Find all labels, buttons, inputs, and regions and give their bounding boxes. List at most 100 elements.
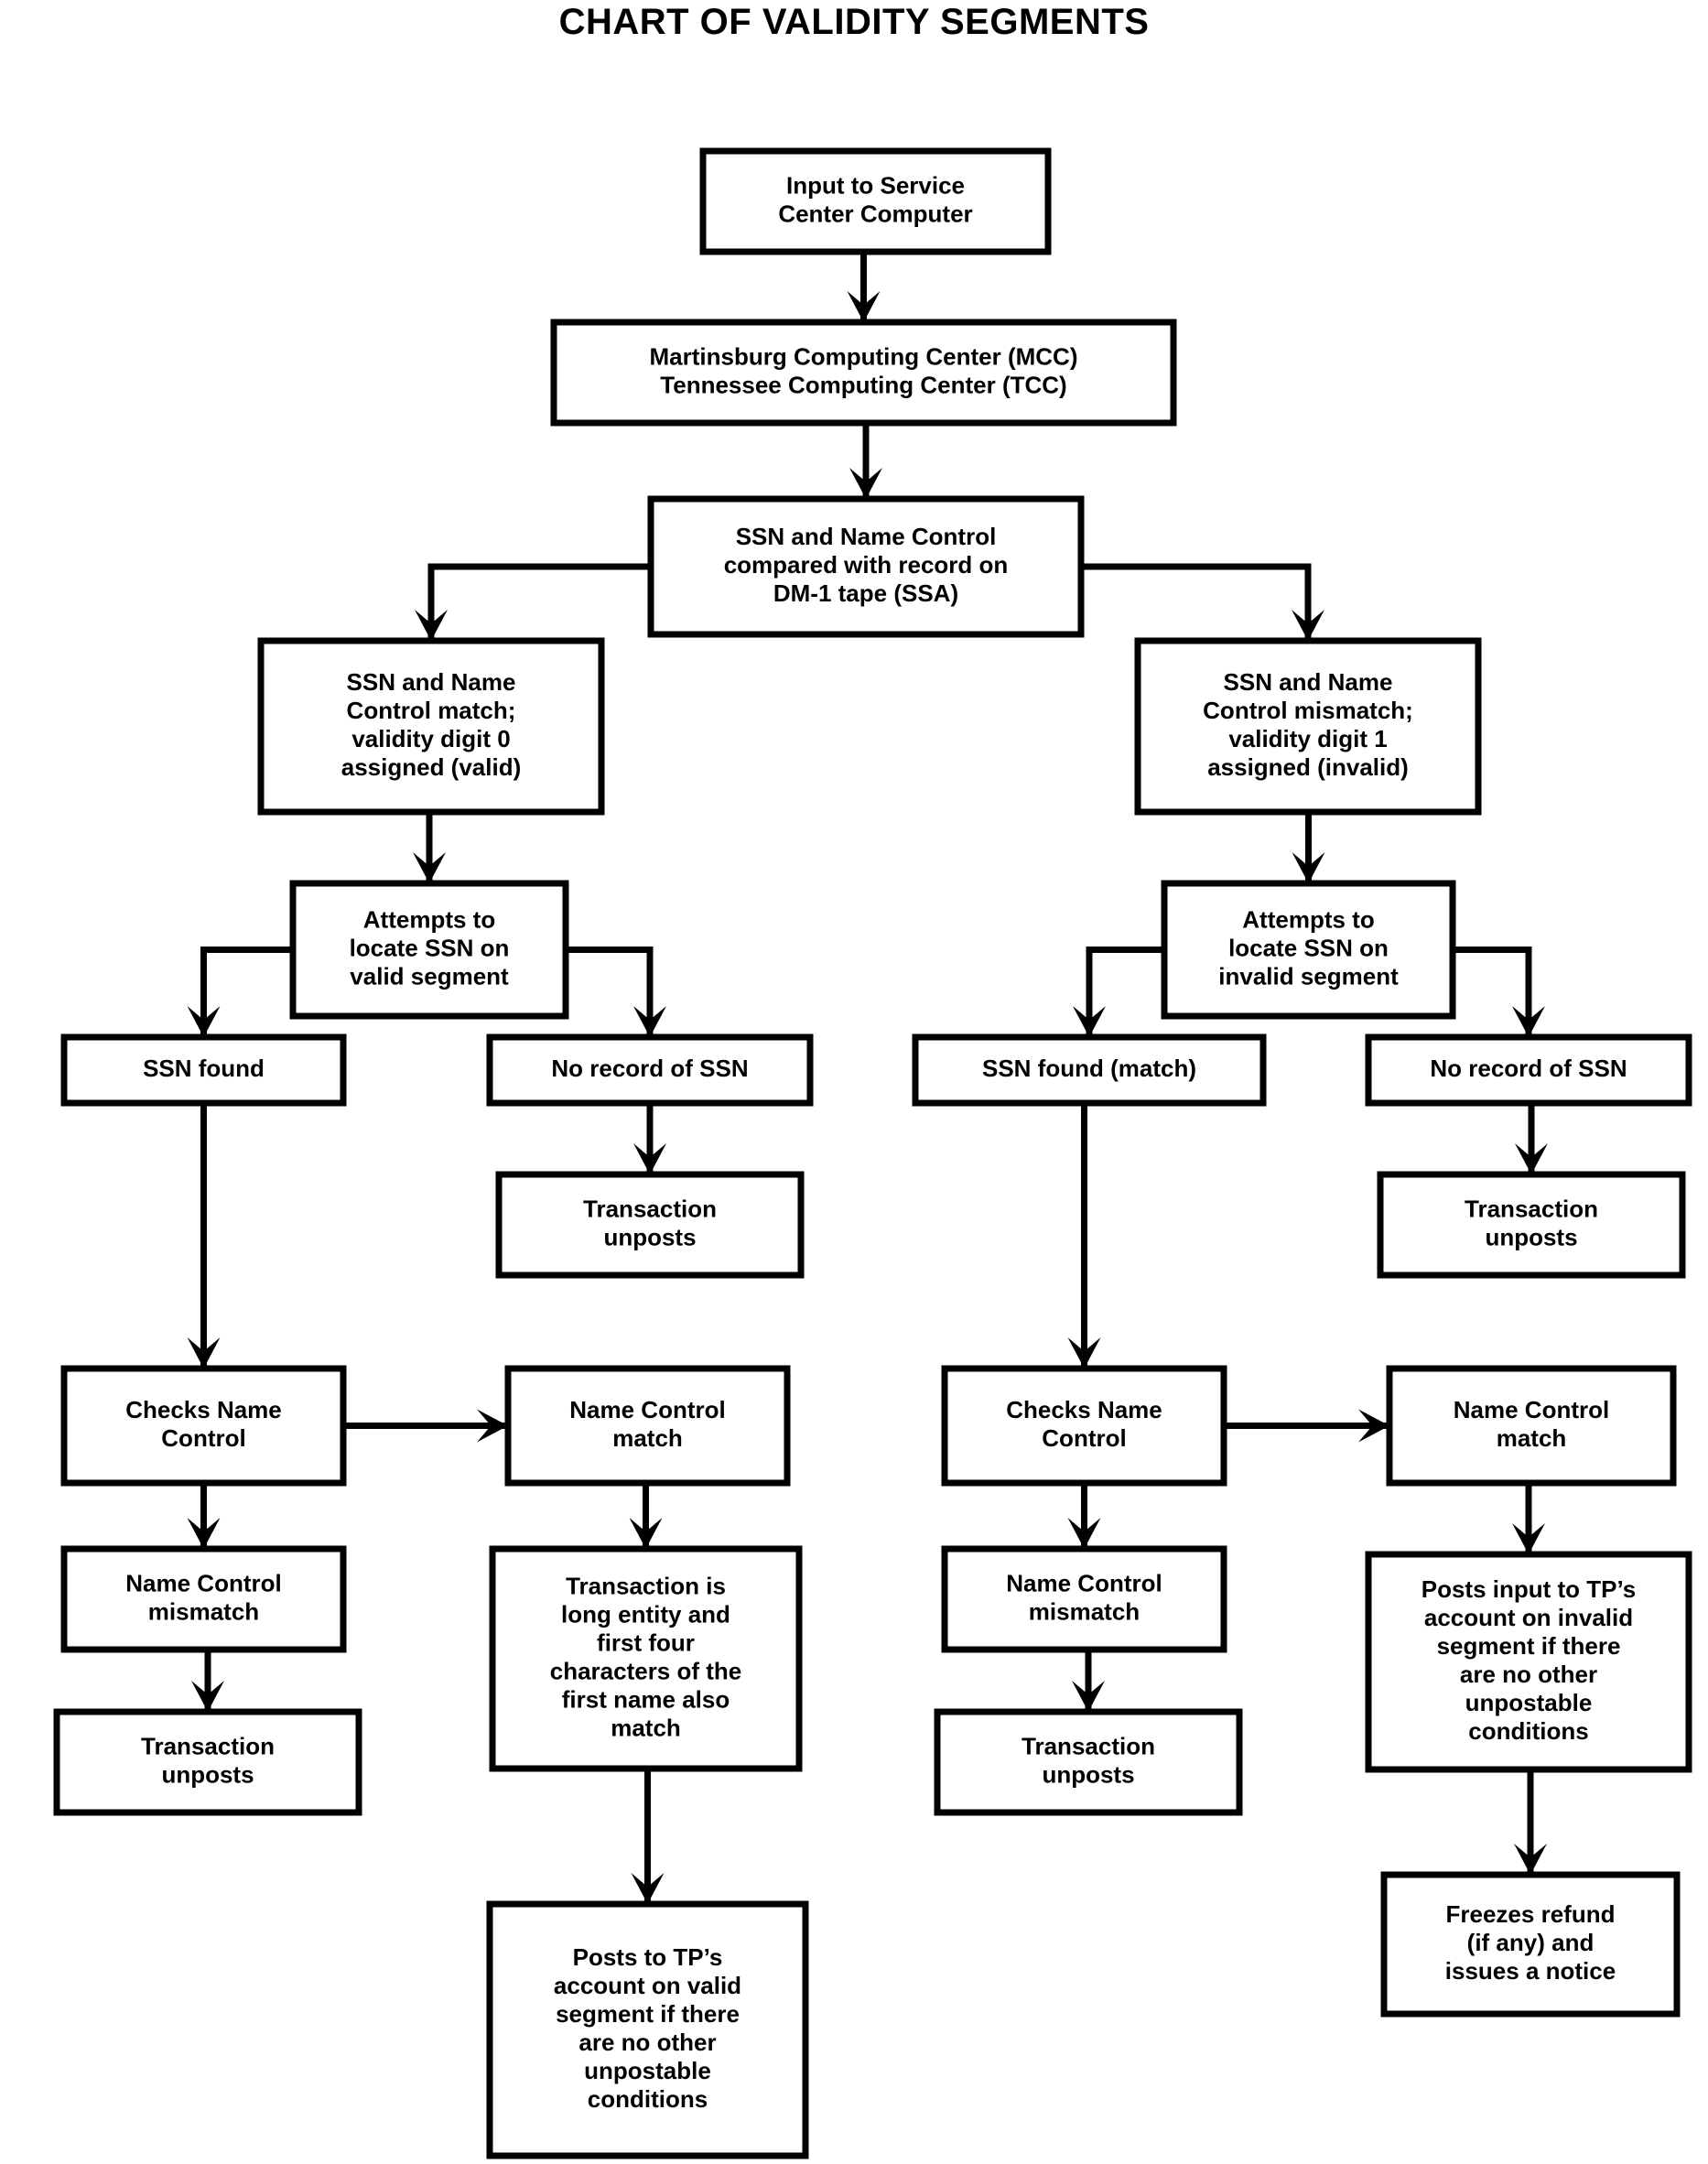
arrowhead-down (1515, 1143, 1548, 1174)
connector-compare-to-invalid_assign (1081, 563, 1324, 641)
connector-nc_mismatch_invalid-to-unpost_invalid_mismatch (1072, 1650, 1105, 1712)
arrowhead-down (631, 1873, 665, 1904)
node-box-valid_assign (257, 637, 605, 816)
connector-ssn_found_valid-to-checks_nc_valid (187, 1103, 221, 1369)
connector-nc_mismatch_valid-to-unpost_valid_mismatch (191, 1650, 224, 1712)
flowchart-node-ssn_found_invalid[interactable]: SSN found (match) (912, 1033, 1267, 1107)
arrowhead-down (191, 1681, 224, 1712)
connector-line (427, 563, 651, 641)
arrowhead-right (477, 1409, 508, 1443)
connector-checks_nc_valid-to-nc_match_valid (343, 1409, 508, 1443)
arrowhead-down (187, 1518, 221, 1549)
connector-checks_nc_valid-to-nc_mismatch_valid (187, 1483, 221, 1549)
node-box-ssn_found_invalid (912, 1033, 1267, 1107)
connector-locate_invalid-to-no_record_invalid (1453, 947, 1545, 1037)
node-box-input (699, 147, 1052, 255)
flowchart-node-computing_centers[interactable]: Martinsburg Computing Center (MCC)Tennes… (550, 319, 1177, 427)
connector-ssn_found_invalid-to-checks_nc_invalid (1067, 1103, 1101, 1369)
node-box-nc_match_invalid (1386, 1365, 1677, 1487)
arrowhead-right (1358, 1409, 1389, 1443)
connector-computing_centers-to-compare (849, 423, 882, 499)
node-box-unpost_invalid_norec (1377, 1171, 1686, 1279)
arrowhead-down (1292, 852, 1325, 883)
connector-locate_valid-to-no_record_valid (566, 947, 666, 1037)
node-box-invalid_assign (1134, 637, 1482, 816)
connector-valid_assign-to-locate_valid (413, 812, 446, 883)
connector-line (1086, 947, 1164, 1037)
node-box-freezes_refund (1380, 1871, 1681, 2018)
connector-line (1453, 947, 1532, 1037)
arrowhead-down (849, 468, 882, 499)
node-box-posts_invalid (1365, 1551, 1692, 1773)
arrowhead-down (1512, 1523, 1545, 1554)
connector-no_record_valid-to-unpost_valid_norec (633, 1103, 666, 1174)
node-box-unpost_valid_norec (495, 1171, 805, 1279)
arrowhead-down (1073, 1006, 1106, 1037)
connector-locate_invalid-to-ssn_found_invalid (1073, 947, 1164, 1037)
node-box-computing_centers (550, 319, 1177, 427)
arrowhead-down (413, 852, 446, 883)
arrowhead-down (1067, 1337, 1101, 1369)
connector-line (200, 947, 293, 1037)
node-box-no_record_valid (486, 1033, 814, 1107)
arrowhead-down (1514, 1844, 1547, 1875)
node-box-unpost_valid_mismatch (53, 1708, 362, 1816)
arrowhead-down (633, 1143, 666, 1174)
node-box-compare (647, 495, 1085, 638)
flowchart-node-no_record_invalid[interactable]: No record of SSN (1365, 1033, 1692, 1107)
node-box-locate_valid (289, 880, 569, 1020)
flowchart-node-no_record_valid[interactable]: No record of SSN (486, 1033, 814, 1107)
connector-long_entity-to-posts_valid (631, 1769, 665, 1904)
connector-compare-to-valid_assign (415, 563, 651, 641)
connector-checks_nc_invalid-to-nc_mismatch_invalid (1067, 1483, 1101, 1549)
connector-nc_match_invalid-to-posts_invalid (1512, 1483, 1545, 1554)
arrowhead-down (1067, 1518, 1101, 1549)
connector-locate_valid-to-ssn_found_valid (187, 947, 293, 1037)
connector-posts_invalid-to-freezes_refund (1514, 1769, 1547, 1875)
node-box-no_record_invalid (1365, 1033, 1692, 1107)
flowchart-node-ssn_found_valid[interactable]: SSN found (60, 1033, 347, 1107)
node-box-checks_nc_valid (60, 1365, 347, 1487)
arrowhead-down (1292, 610, 1324, 641)
node-label-ssn_found_valid: SSN found (143, 1055, 265, 1082)
arrowhead-down (415, 610, 448, 641)
node-box-posts_valid (486, 1900, 809, 2159)
node-label-computing_centers: Martinsburg Computing Center (MCC)Tennes… (650, 342, 1078, 398)
connector-line (566, 947, 654, 1037)
